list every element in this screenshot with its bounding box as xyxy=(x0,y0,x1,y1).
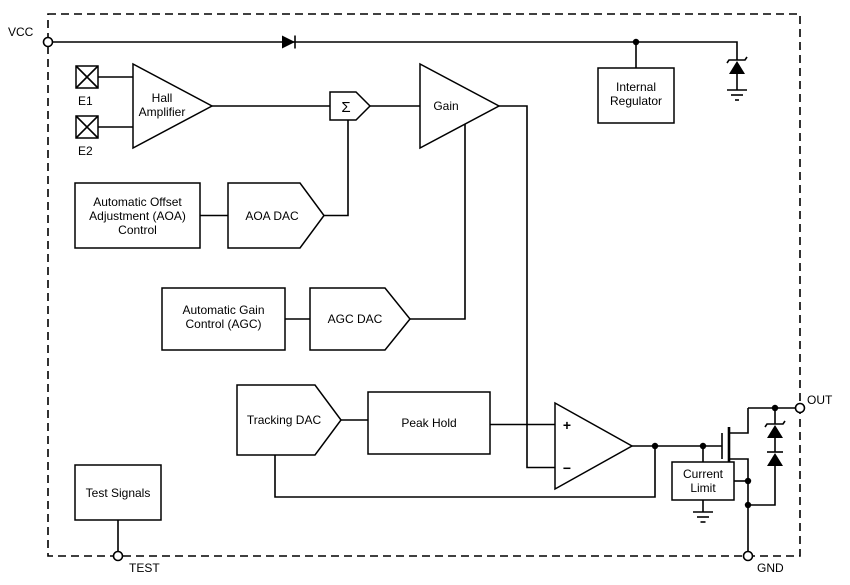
tracking-dac-label: Tracking DAC xyxy=(247,413,322,427)
agc-control-label-2: Control (AGC) xyxy=(185,317,261,331)
series-diode-icon xyxy=(282,35,296,49)
agc-control-label-1: Automatic Gain xyxy=(182,303,264,317)
aoa-control-block: Automatic Offset Adjustment (AOA) Contro… xyxy=(74,182,201,249)
vcc-zener-diode-icon xyxy=(726,56,748,90)
agc-dac-block: AGC DAC xyxy=(309,287,411,351)
aoa-dac-label: AOA DAC xyxy=(245,209,299,223)
tracking-dac-block: Tracking DAC xyxy=(236,384,342,456)
internal-regulator-block: Internal Regulator xyxy=(597,67,675,124)
agc-dac-to-gain-wire xyxy=(410,124,466,320)
summation-symbol: Σ xyxy=(341,99,350,116)
test-signals-label: Test Signals xyxy=(86,486,151,500)
hall-element-e1-icon xyxy=(75,65,99,89)
mosfet-drain-wire xyxy=(729,408,749,434)
test-label: TEST xyxy=(129,561,160,575)
out-terminal xyxy=(794,402,806,414)
aoa-control-label-2: Adjustment (AOA) xyxy=(89,209,186,223)
chip-boundary xyxy=(47,13,801,557)
comparator-block: + − xyxy=(554,401,634,491)
aoa-dac-to-sum-wire xyxy=(324,120,349,217)
aoa-control-label-1: Automatic Offset xyxy=(93,195,182,209)
gain-to-comparator-wire xyxy=(499,105,555,469)
junction-dots xyxy=(632,38,779,509)
junction-dot xyxy=(744,477,752,485)
vcc-terminal xyxy=(42,36,54,48)
hall-amplifier-block: Hall Amplifier xyxy=(132,62,214,150)
vcc-rail-wire xyxy=(52,41,738,60)
e1-label: E1 xyxy=(78,94,93,108)
vcc-label: VCC xyxy=(8,25,34,39)
junction-dot xyxy=(771,404,779,412)
peak-hold-label: Peak Hold xyxy=(401,416,456,430)
hall-element-e2-icon xyxy=(75,115,99,139)
comparator-minus-input: − xyxy=(563,460,571,476)
current-limit-label-2: Limit xyxy=(690,481,716,495)
current-limit-ground-icon xyxy=(693,511,713,523)
wiring xyxy=(52,41,796,552)
output-mosfet-icon xyxy=(721,427,731,465)
internal-regulator-label-1: Internal xyxy=(616,80,656,94)
hall-amplifier-label-1: Hall xyxy=(152,91,173,105)
internal-regulator-label-2: Regulator xyxy=(610,94,662,108)
hall-amplifier-label-2: Amplifier xyxy=(139,105,186,119)
summation-block: Σ xyxy=(329,91,372,121)
out-clamp-zener-icon xyxy=(764,408,786,452)
current-limit-label-1: Current xyxy=(683,467,724,481)
agc-control-block: Automatic Gain Control (AGC) xyxy=(161,287,286,351)
junction-dot xyxy=(699,442,707,450)
comparator-plus-input: + xyxy=(563,417,571,433)
agc-dac-label: AGC DAC xyxy=(328,312,383,326)
mosfet-source-wire xyxy=(729,458,749,552)
e2-label: E2 xyxy=(78,144,93,158)
test-terminal xyxy=(112,550,124,562)
peak-hold-block: Peak Hold xyxy=(367,391,491,455)
test-signals-block: Test Signals xyxy=(74,464,162,521)
current-limit-block: Current Limit xyxy=(671,461,735,501)
gnd-terminal xyxy=(742,550,754,562)
out-label: OUT xyxy=(807,393,833,407)
gain-label: Gain xyxy=(433,99,458,113)
aoa-control-label-3: Control xyxy=(118,223,157,237)
junction-dot xyxy=(744,501,752,509)
junction-dot xyxy=(632,38,640,46)
tracking-feedback-wire xyxy=(274,446,656,498)
out-clamp-diode-icon xyxy=(748,451,783,506)
junction-dot xyxy=(651,442,659,450)
gnd-label: GND xyxy=(757,561,784,575)
aoa-dac-block: AOA DAC xyxy=(227,182,325,249)
vcc-ground-icon xyxy=(727,89,747,101)
gain-block: Gain xyxy=(419,62,501,150)
